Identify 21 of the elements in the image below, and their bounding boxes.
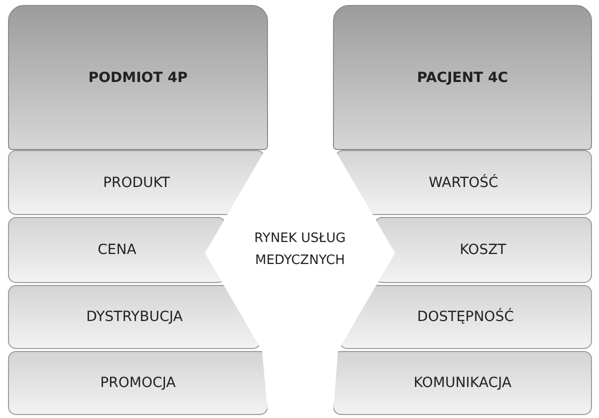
header-box	[333, 5, 592, 150]
header-box	[8, 5, 268, 150]
node-label: WARTOŚĆ	[428, 174, 498, 190]
node-label: KOSZT	[460, 242, 506, 258]
node-label: PACJENT 4C	[416, 68, 508, 88]
label-box	[374, 217, 592, 283]
node-label: KOMUNIKACJA	[414, 375, 512, 391]
node-label: PODMIOT 4P	[88, 68, 188, 88]
label-box	[339, 285, 592, 349]
node-label: DYSTRYBUCJA	[86, 309, 183, 325]
node-label: PROMOCJA	[100, 375, 176, 391]
node-label: PRODUKT	[103, 174, 170, 190]
node-label: DOSTĘPNOŚĆ	[417, 309, 514, 325]
label-box	[8, 351, 268, 415]
label-box	[8, 217, 226, 283]
label-box	[333, 351, 592, 415]
label-box	[335, 150, 592, 215]
node-label: RYNEK USŁUG MEDYCZNYCH	[253, 230, 347, 270]
label-box	[8, 285, 261, 349]
label-box	[8, 150, 265, 215]
node-label: CENA	[98, 242, 136, 258]
